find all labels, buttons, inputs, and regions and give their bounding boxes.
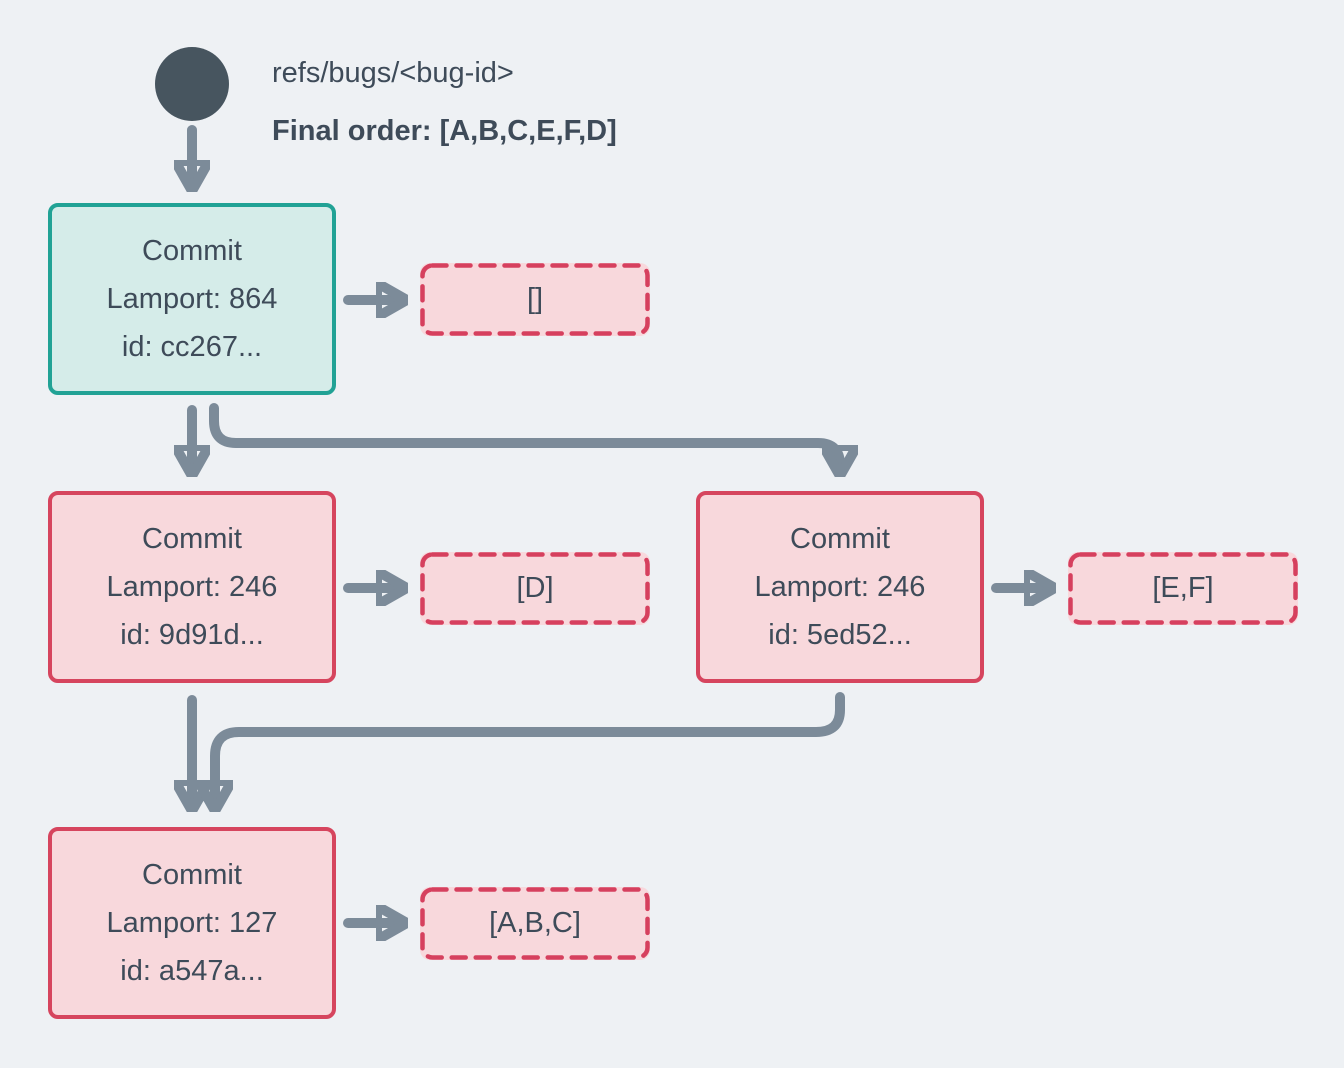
commit-id: id: cc267... — [121, 331, 263, 363]
final-order-label: Final order: [A,B,C,E,F,D] — [272, 115, 617, 147]
arrow-root-to-right-commit — [209, 403, 840, 470]
commit-id: id: 9d91d... — [120, 619, 264, 651]
commit-box-left: Commit Lamport: 246 id: 9d91d... — [48, 491, 336, 683]
ops-box-bottom: [A,B,C] — [420, 887, 650, 960]
branch-ref-circle — [155, 47, 229, 121]
dashed-border — [420, 263, 650, 336]
dashed-border — [420, 887, 650, 960]
commit-box-root: Commit Lamport: 864 id: cc267... — [48, 203, 336, 395]
ops-list-label: [A,B,C] — [489, 907, 581, 939]
commit-title: Commit — [790, 523, 890, 555]
commit-box-bottom: Commit Lamport: 127 id: a547a... — [48, 827, 336, 1019]
commit-lamport: Lamport: 246 — [754, 571, 926, 603]
commit-lamport: Lamport: 246 — [106, 571, 278, 603]
ref-name-label: refs/bugs/<bug-id> — [272, 57, 514, 89]
commit-title: Commit — [142, 235, 242, 267]
arrow-right-to-bottom-commit — [215, 692, 845, 805]
ops-list-label: [] — [526, 283, 544, 315]
commit-id: id: 5ed52... — [768, 619, 912, 651]
commit-id: id: a547a... — [120, 955, 264, 987]
ops-box-root: [] — [420, 263, 650, 336]
ops-box-left: [D] — [420, 552, 650, 625]
ops-box-right: [E,F] — [1068, 552, 1298, 625]
commit-lamport: Lamport: 127 — [106, 907, 278, 939]
dashed-border — [1068, 552, 1298, 625]
commit-lamport: Lamport: 864 — [106, 283, 278, 315]
ops-list-label: [D] — [516, 572, 554, 604]
ops-list-label: [E,F] — [1152, 572, 1214, 604]
commit-title: Commit — [142, 523, 242, 555]
commit-box-right: Commit Lamport: 246 id: 5ed52... — [696, 491, 984, 683]
commit-title: Commit — [142, 859, 242, 891]
dashed-border — [420, 552, 650, 625]
